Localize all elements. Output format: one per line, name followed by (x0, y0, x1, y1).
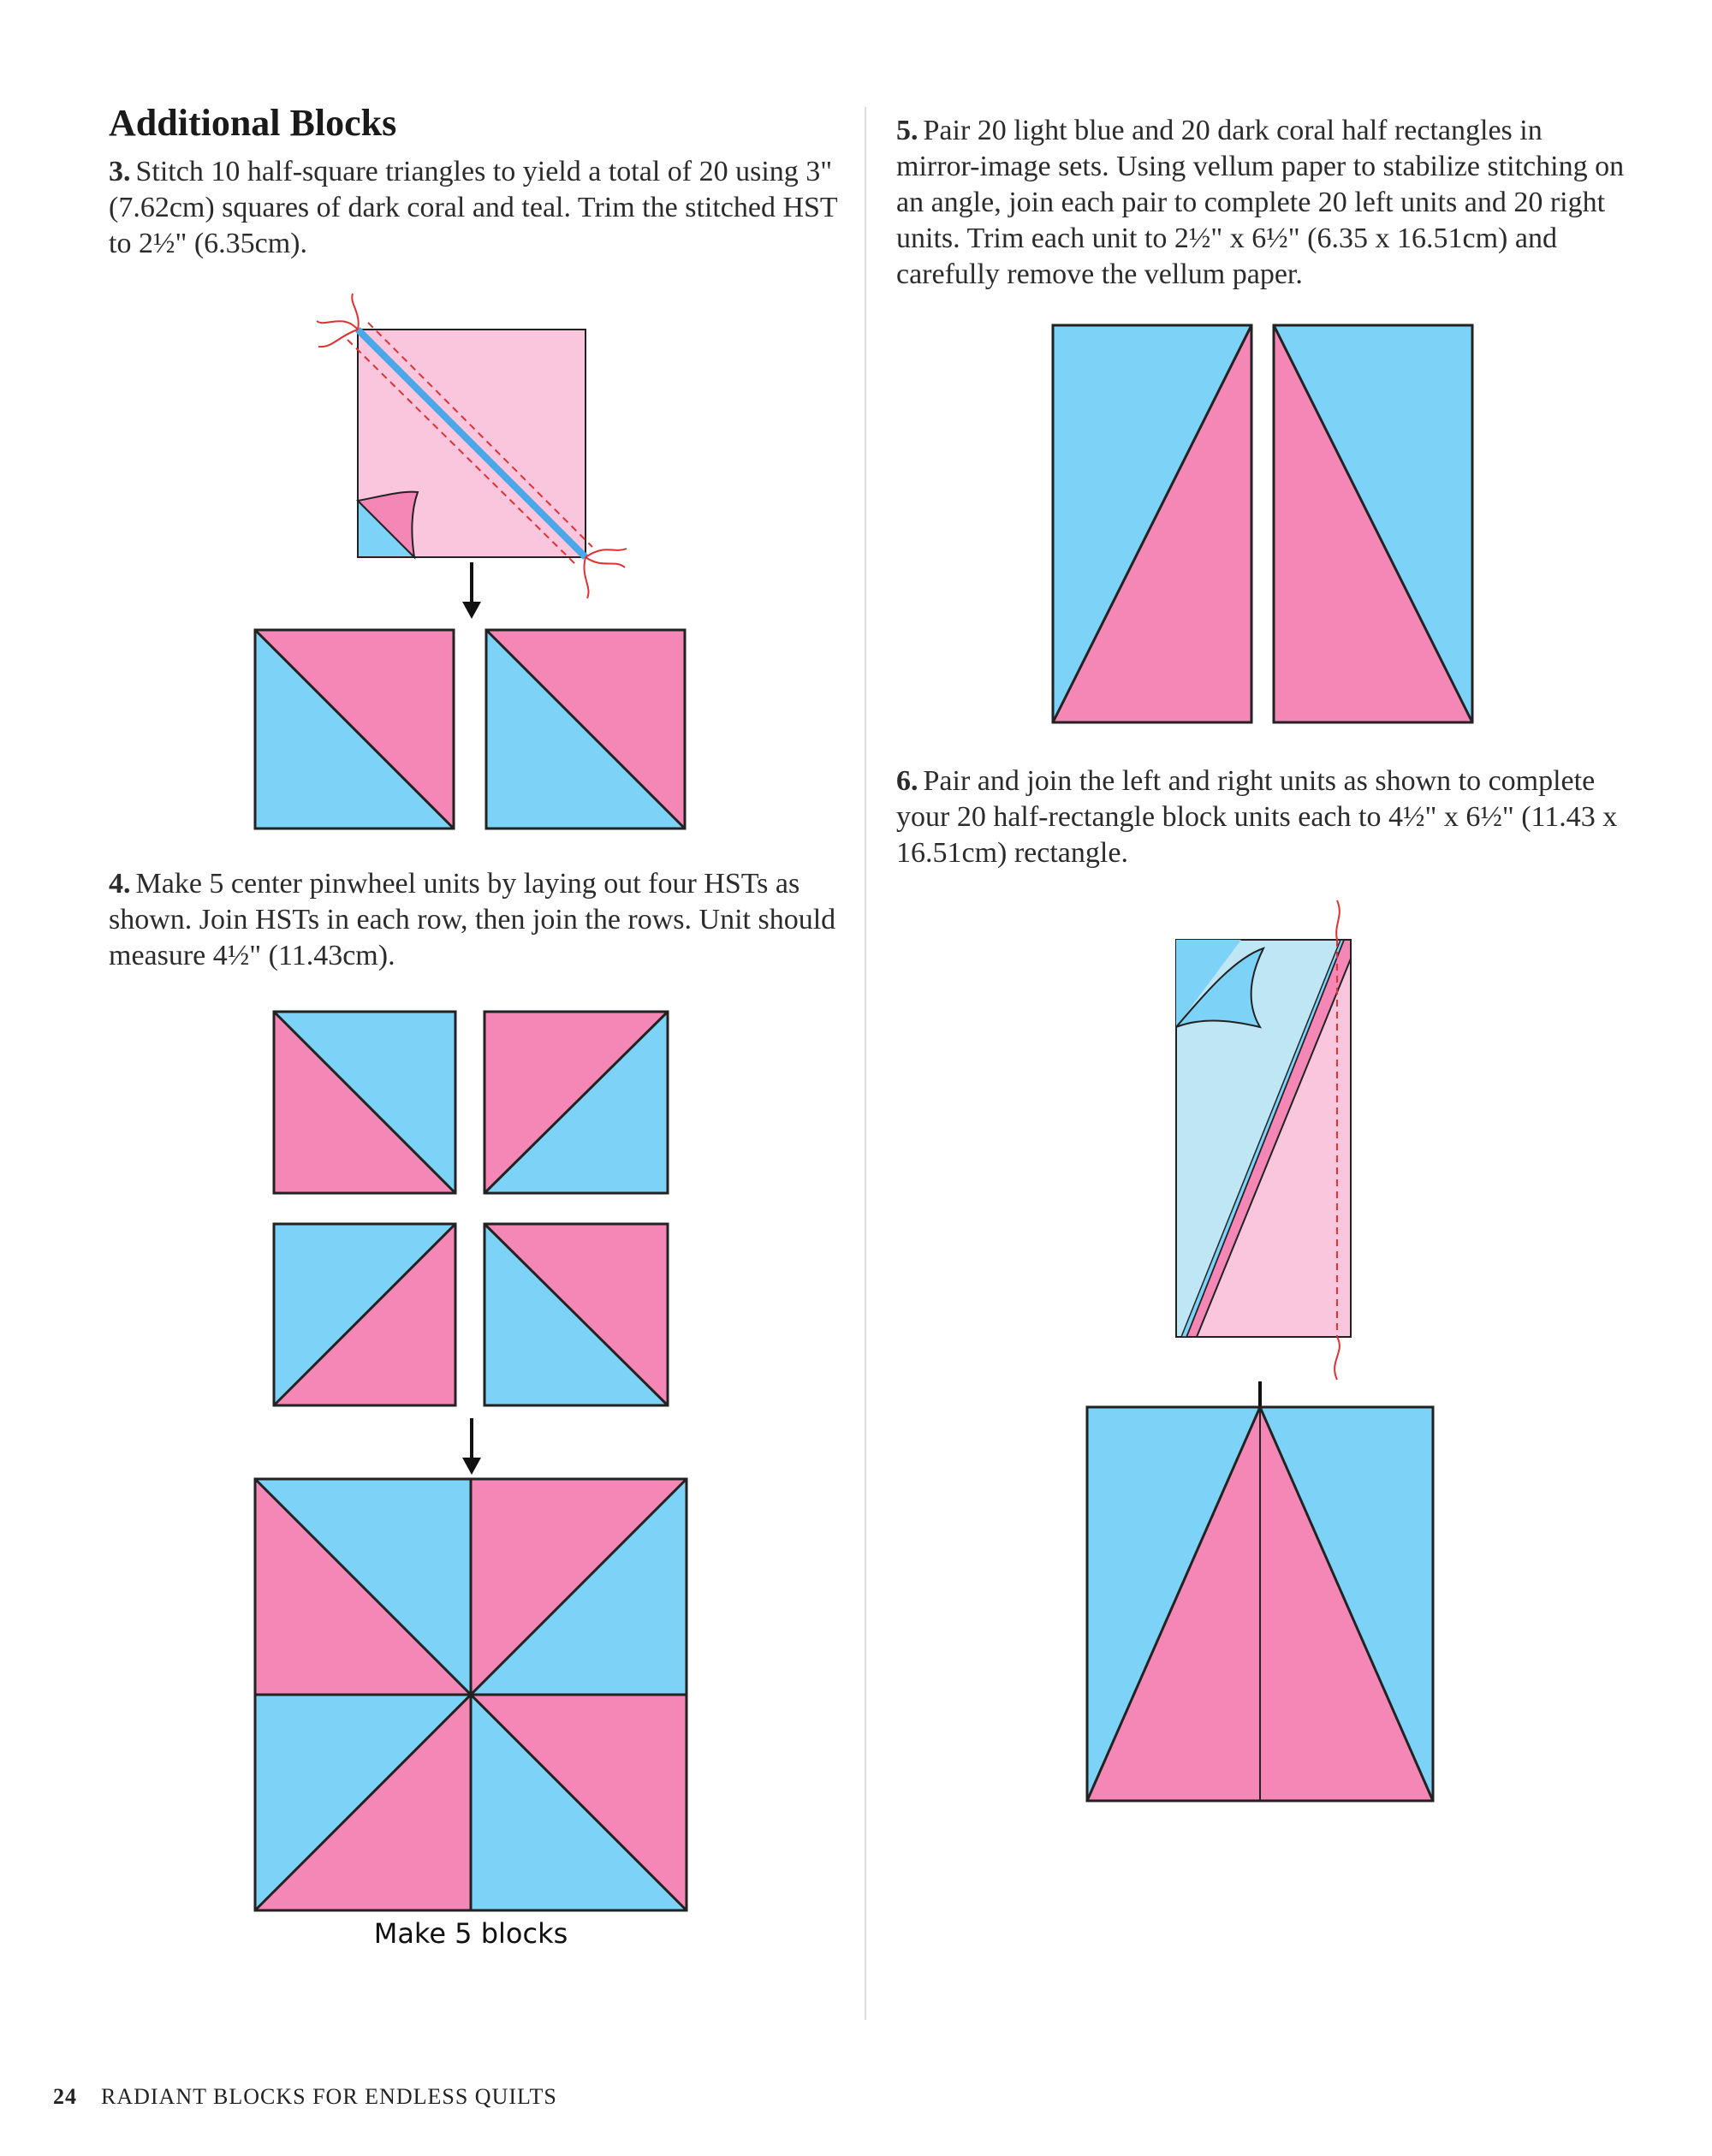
hst-stitching-diagram (316, 293, 627, 599)
down-arrow-2 (462, 1418, 481, 1475)
layout-hst-top-left (272, 1010, 457, 1195)
right-column: 5.Pair 20 light blue and 20 dark coral h… (896, 113, 1632, 293)
step-5-number: 5. (896, 115, 918, 146)
stitch-line-lower (347, 339, 576, 565)
section-title: Additional Blocks (109, 102, 397, 144)
hst-right (484, 628, 687, 830)
step-6-text: 6.Pair and join the left and right units… (896, 763, 1632, 871)
step-6-number: 6. (896, 765, 918, 797)
hst-left (253, 628, 455, 830)
pinwheel-block (253, 1477, 688, 1912)
thread-bottom (1334, 1336, 1340, 1381)
step-6-body: Pair and join the left and right units a… (896, 765, 1618, 869)
pink-folded-corner (355, 490, 419, 560)
layout-hst-bottom-left (272, 1222, 457, 1407)
folded-corner-curl (1175, 947, 1265, 1029)
layout-hst-bottom-right (483, 1222, 669, 1407)
step-4-number: 4. (109, 868, 131, 900)
left-column: Additional Blocks 3.Stitch 10 half-squar… (109, 101, 845, 262)
step-5-body: Pair 20 light blue and 20 dark coral hal… (896, 115, 1625, 290)
page-footer: 24 RADIANT BLOCKS FOR ENDLESS QUILTS (53, 2084, 557, 2110)
book-title: RADIANT BLOCKS FOR ENDLESS QUILTS (101, 2084, 557, 2109)
step-4-text: 4.Make 5 center pinwheel units by laying… (109, 866, 845, 974)
thread-tail-bottom (583, 548, 627, 599)
stitch-line-upper (367, 322, 593, 548)
down-arrow-1 (462, 562, 481, 619)
thread-tail-top (316, 293, 360, 348)
blue-seam-strip (1180, 939, 1346, 1338)
half-rectangle-block (1085, 1405, 1435, 1803)
step-3-body: Stitch 10 half-square triangles to yield… (109, 156, 838, 259)
step-5-text: 5.Pair 20 light blue and 20 dark coral h… (896, 113, 1632, 293)
figure-caption: Make 5 blocks (373, 1917, 568, 1950)
blue-corner (1176, 940, 1241, 1027)
left-half-rectangle (1051, 324, 1253, 724)
center-seam-blue (355, 327, 588, 560)
pinwheel-layout (272, 1010, 669, 1407)
step-3-number: 3. (109, 156, 131, 187)
step-3-text: 3.Stitch 10 half-square triangles to yie… (109, 154, 845, 262)
column-divider (865, 107, 866, 2020)
hst-pair (253, 628, 687, 830)
page-number: 24 (53, 2084, 77, 2109)
step-4-body: Make 5 center pinwheel units by laying o… (109, 868, 836, 971)
half-rectangle-pair (1051, 324, 1474, 724)
thread-top (1335, 900, 1340, 941)
layout-hst-top-right (483, 1010, 669, 1195)
right-half-rectangle (1272, 324, 1474, 724)
joining-diagram (1175, 900, 1352, 1381)
